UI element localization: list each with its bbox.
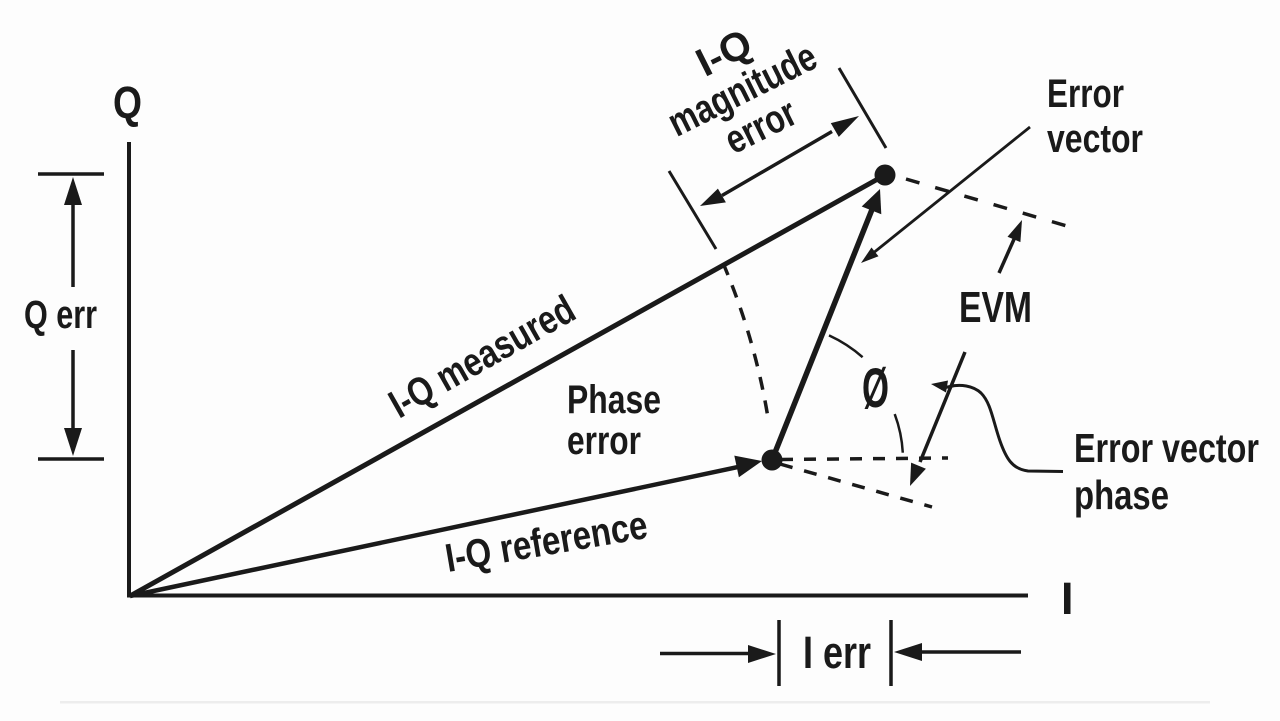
svg-text:error: error <box>567 419 641 463</box>
svg-text:I err: I err <box>803 627 871 678</box>
svg-text:EVM: EVM <box>959 283 1032 332</box>
svg-text:I: I <box>1061 573 1074 624</box>
svg-text:vector: vector <box>1047 117 1143 161</box>
svg-text:Error: Error <box>1047 72 1124 116</box>
svg-text:Error vector: Error vector <box>1074 425 1259 471</box>
svg-text:Q: Q <box>113 77 142 128</box>
svg-text:Ø: Ø <box>862 356 889 419</box>
svg-text:Phase: Phase <box>567 378 661 422</box>
svg-text:Q err: Q err <box>24 293 97 337</box>
svg-text:phase: phase <box>1074 472 1169 518</box>
